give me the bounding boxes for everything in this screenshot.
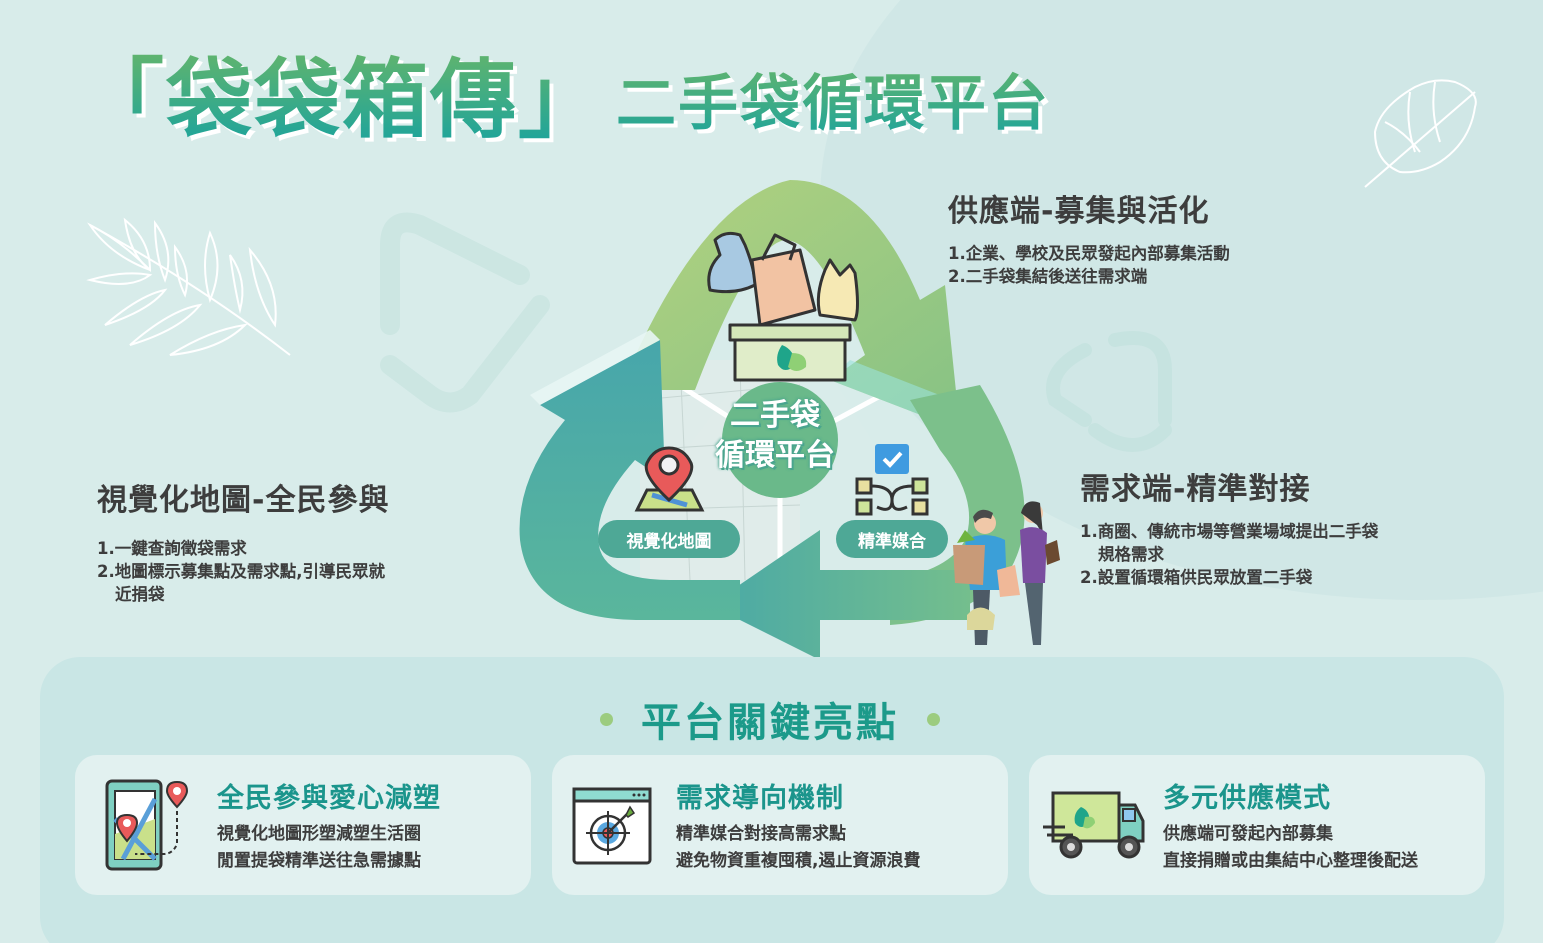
demand-title: 需求端-精準對接 xyxy=(1080,472,1311,507)
target-window-icon xyxy=(572,787,652,865)
cycle-center-label: 二手袋 循環平台 xyxy=(710,396,840,476)
supply-title: 供應端-募集與活化 xyxy=(948,194,1210,229)
highlights-heading: 平台關鍵亮點 xyxy=(560,690,980,748)
center-line-1: 二手袋 xyxy=(730,398,820,433)
pill-visual-map: 視覺化地圖 xyxy=(598,520,740,558)
map-section-list: 1.一鍵查詢徵袋需求 2.地圖標示募集點及需求點,引導民眾就 近捐袋 xyxy=(97,537,389,606)
demand-item-1: 1.商圈、傳統市場等營業場域提出二手袋 xyxy=(1080,522,1379,541)
highlights-heading-text: 平台關鍵亮點 xyxy=(641,700,899,746)
faint-recycle-icon xyxy=(380,212,550,413)
map-section-title: 視覺化地圖-全民參與 xyxy=(97,483,390,518)
title-main: 「袋袋箱傳」 xyxy=(78,50,606,150)
card-line: 精準媒合對接高需求點 xyxy=(676,823,846,844)
supply-list: 1.企業、學校及民眾發起內部募集活動 2.二手袋集結後送往需求端 xyxy=(948,242,1230,288)
card-title: 需求導向機制 xyxy=(676,782,844,814)
card-title: 全民參與愛心減塑 xyxy=(217,782,441,814)
map-item-2: 2.地圖標示募集點及需求點,引導民眾就 xyxy=(97,562,386,581)
card-desc: 精準媒合對接高需求點 避免物資重複囤積,遏止資源浪費 xyxy=(676,821,920,875)
card-line: 直接捐贈或由集結中心整理後配送 xyxy=(1163,850,1418,871)
faint-recycle-icon-right xyxy=(1046,331,1172,452)
card-desc: 視覺化地圖形塑減塑生活圈 閒置提袋精準送往急需據點 xyxy=(217,821,441,875)
fern-leaf-icon xyxy=(86,217,291,356)
map-section: 視覺化地圖-全民參與 1.一鍵查詢徵袋需求 2.地圖標示募集點及需求點,引導民眾… xyxy=(97,475,389,606)
pill-precise-match: 精準媒合 xyxy=(836,520,948,558)
map-item-2-cont: 近捐袋 xyxy=(115,585,165,604)
phone-map-icon xyxy=(105,779,189,871)
delivery-truck-icon xyxy=(1043,791,1145,859)
card-title: 多元供應模式 xyxy=(1163,782,1331,814)
bullet-dot-left xyxy=(600,712,613,726)
map-item-1: 1.一鍵查詢徵袋需求 xyxy=(97,539,247,558)
demand-item-1-cont: 規格需求 xyxy=(1098,545,1164,564)
shoppers-illustration xyxy=(953,501,1060,645)
monstera-leaf-icon xyxy=(1364,79,1477,188)
supply-section: 供應端-募集與活化 1.企業、學校及民眾發起內部募集活動 2.二手袋集結後送往需… xyxy=(948,186,1230,288)
highlight-card-demand: 需求導向機制 精準媒合對接高需求點 避免物資重複囤積,遏止資源浪費 xyxy=(552,755,1008,895)
demand-item-2: 2.設置循環箱供民眾放置二手袋 xyxy=(1080,568,1313,587)
card-text: 多元供應模式 供應端可發起內部募集 直接捐贈或由集結中心整理後配送 xyxy=(1163,776,1418,875)
card-text: 需求導向機制 精準媒合對接高需求點 避免物資重複囤積,遏止資源浪費 xyxy=(676,776,920,875)
highlight-card-participation: 全民參與愛心減塑 視覺化地圖形塑減塑生活圈 閒置提袋精準送往急需據點 xyxy=(75,755,531,895)
demand-list: 1.商圈、傳統市場等營業場域提出二手袋 規格需求 2.設置循環箱供民眾放置二手袋 xyxy=(1080,520,1378,589)
supply-item-2: 2.二手袋集結後送往需求端 xyxy=(948,267,1148,286)
page-title: 「袋袋箱傳」 二手袋循環平台 xyxy=(78,52,1050,148)
bag-donation-box-icon xyxy=(707,231,859,382)
supply-item-1: 1.企業、學校及民眾發起內部募集活動 xyxy=(948,244,1230,263)
map-pin-icon xyxy=(634,446,705,512)
card-desc: 供應端可發起內部募集 直接捐贈或由集結中心整理後配送 xyxy=(1163,821,1418,875)
demand-section: 需求端-精準對接 1.商圈、傳統市場等營業場域提出二手袋 規格需求 2.設置循環… xyxy=(1080,464,1378,589)
card-line: 避免物資重複囤積,遏止資源浪費 xyxy=(676,850,921,871)
card-line: 供應端可發起內部募集 xyxy=(1163,823,1333,844)
card-line: 閒置提袋精準送往急需據點 xyxy=(217,850,421,871)
matching-check-icon xyxy=(855,444,929,516)
card-line: 視覺化地圖形塑減塑生活圈 xyxy=(217,823,421,844)
center-line-2: 循環平台 xyxy=(715,438,835,473)
highlight-card-supply: 多元供應模式 供應端可發起內部募集 直接捐贈或由集結中心整理後配送 xyxy=(1029,755,1485,895)
card-text: 全民參與愛心減塑 視覺化地圖形塑減塑生活圈 閒置提袋精準送往急需據點 xyxy=(217,776,441,875)
bullet-dot-right xyxy=(927,712,940,726)
title-subtitle: 二手袋循環平台 xyxy=(616,64,1050,144)
